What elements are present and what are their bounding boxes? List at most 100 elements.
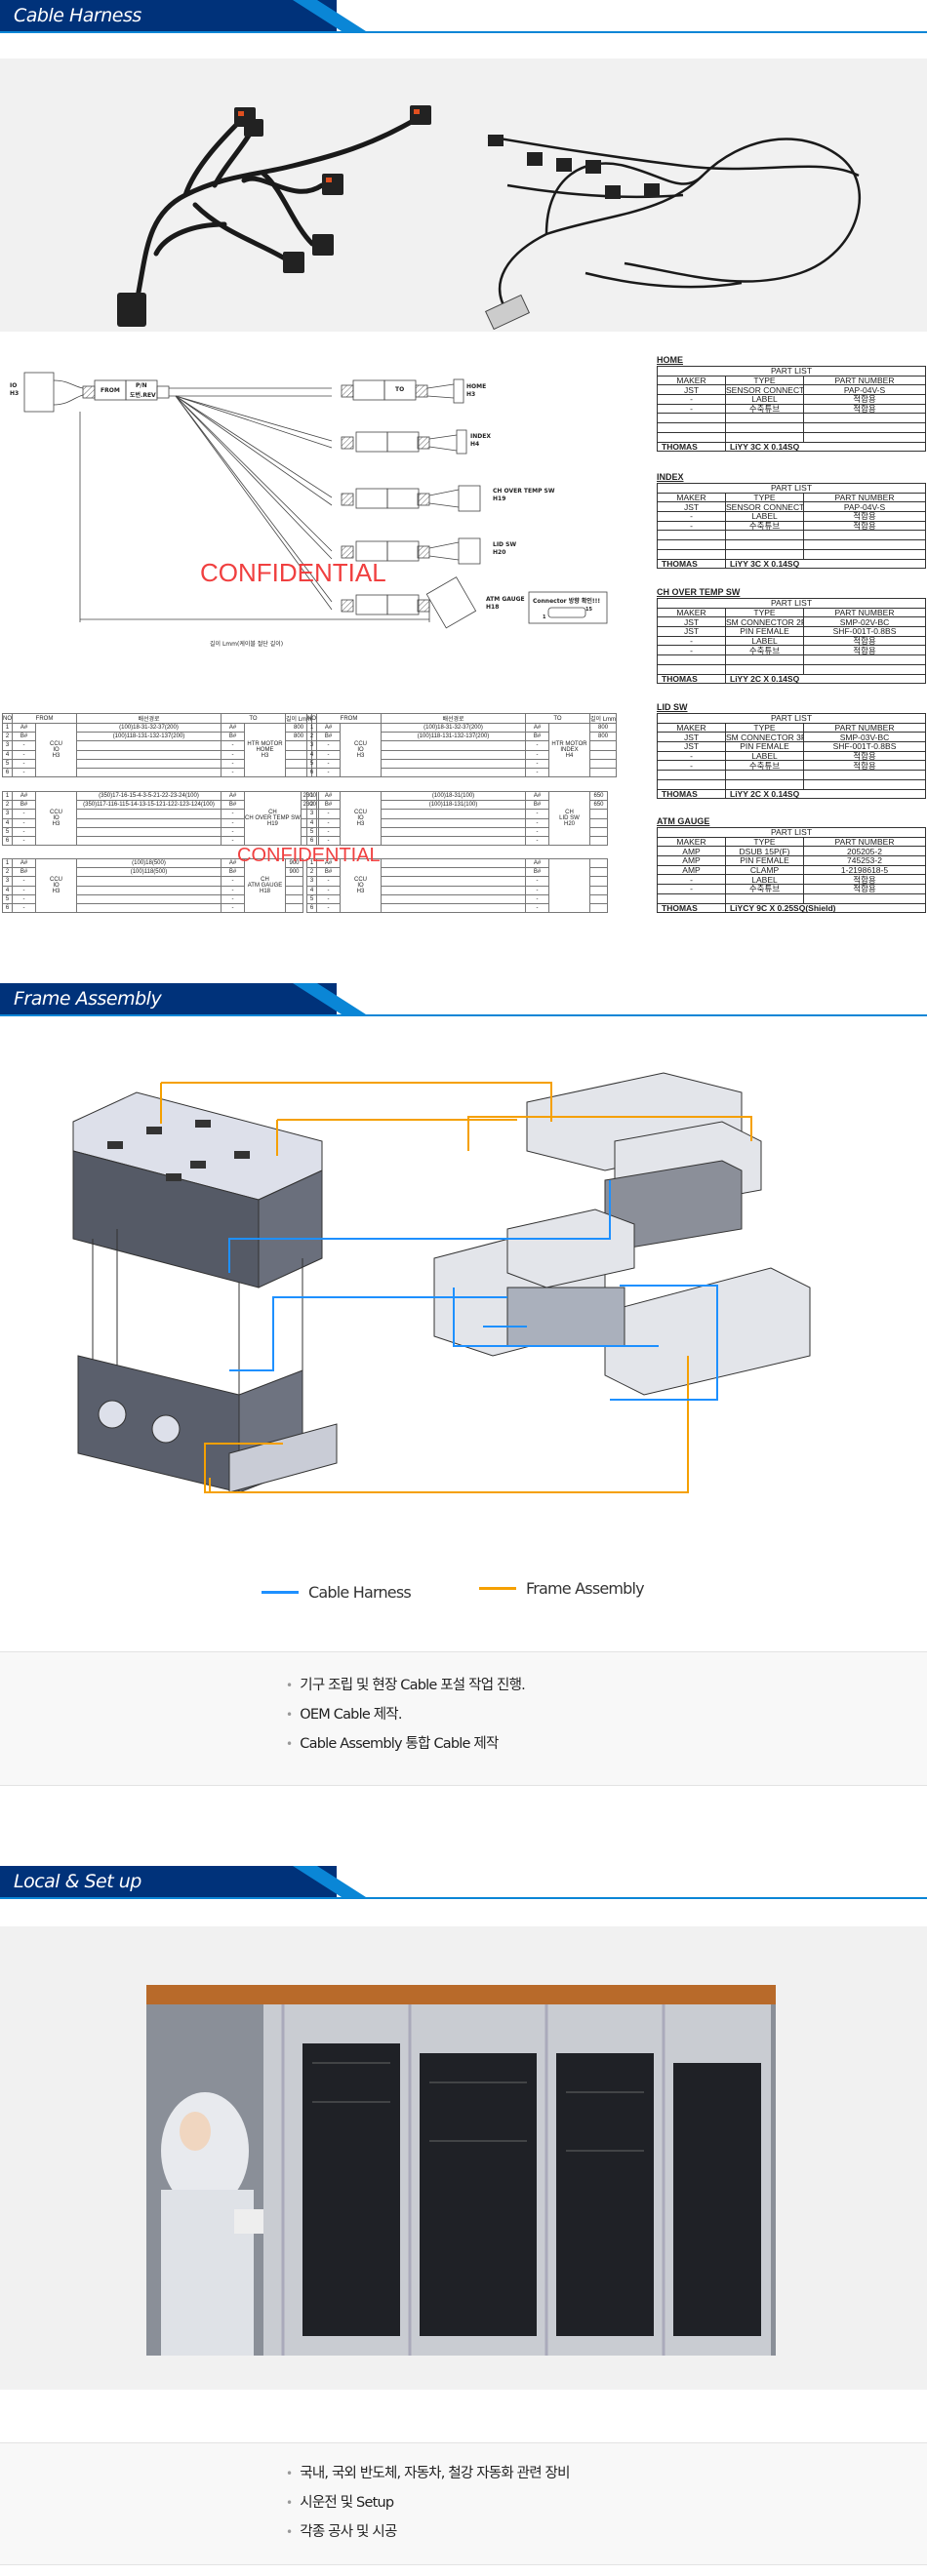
column-header: TO bbox=[221, 713, 286, 724]
wire-to-pin: - bbox=[525, 826, 549, 837]
column-header: NO bbox=[2, 713, 13, 724]
to-line: H18 bbox=[259, 889, 270, 895]
part-cell: PIN FEMALE bbox=[725, 855, 804, 866]
bullet-item: Cable Assembly 통합 Cable 제작 bbox=[286, 1729, 525, 1759]
wire-from-pin: A# bbox=[12, 722, 36, 733]
column-header: FROM bbox=[12, 713, 77, 724]
setup-bullet-box: 국내, 국외 반도체, 자동차, 철강 자동화 관련 장비 시운전 및 Setu… bbox=[0, 2442, 927, 2565]
wire-from-pin: - bbox=[12, 893, 36, 904]
part-cell: LABEL bbox=[725, 750, 804, 762]
wire-length bbox=[285, 885, 303, 895]
wire-from-pin: - bbox=[316, 885, 341, 895]
wire-no: 4 bbox=[306, 749, 317, 760]
source-connector-code: H3 bbox=[10, 390, 20, 397]
part-cell: 수축튜브 bbox=[725, 403, 804, 415]
part-cell: 수축튜브 bbox=[725, 884, 804, 894]
from-line: CCU bbox=[354, 741, 367, 748]
column-header: MAKER bbox=[657, 375, 726, 386]
part-cell: 적합용 bbox=[802, 750, 927, 762]
wire-route bbox=[76, 826, 222, 837]
wire-length bbox=[589, 809, 608, 819]
from-line: CCU bbox=[50, 877, 62, 884]
wire-to-pin: B# bbox=[221, 867, 245, 878]
part-cell: 적합용 bbox=[802, 403, 927, 415]
wire-from-pin: - bbox=[12, 876, 36, 887]
part-cell: JST bbox=[657, 384, 726, 396]
part-list-title: INDEX bbox=[657, 472, 684, 482]
wire-from-pin: A# bbox=[12, 857, 36, 869]
wire-route bbox=[76, 885, 222, 895]
part-cell bbox=[725, 431, 804, 443]
part-cell: - bbox=[657, 394, 726, 405]
legend-label: Frame Assembly bbox=[526, 1578, 645, 1598]
confidential-watermark-table: CONFIDENTIAL bbox=[237, 845, 381, 866]
bullet-item: 국내, 국외 반도체, 자동차, 철강 자동화 관련 장비 bbox=[286, 2459, 570, 2488]
wire-to-pin: - bbox=[525, 767, 549, 778]
wire-length bbox=[589, 826, 608, 837]
wire-from-pin: A# bbox=[316, 790, 341, 802]
connector-pin-last: 15 bbox=[585, 607, 592, 613]
from-line: CCU bbox=[50, 810, 62, 816]
wire-length bbox=[589, 885, 608, 895]
part-cell: LABEL bbox=[725, 394, 804, 405]
wire-route bbox=[76, 740, 222, 751]
wiring-row: 3-- bbox=[2, 876, 303, 887]
wire-route bbox=[381, 835, 526, 847]
part-cell bbox=[802, 422, 927, 433]
wire-to-pin: B# bbox=[525, 867, 549, 878]
wire-from-pin: - bbox=[12, 758, 36, 769]
part-cell: 적합용 bbox=[802, 520, 927, 532]
part-cell bbox=[725, 422, 804, 433]
part-cell: 적합용 bbox=[802, 511, 927, 522]
part-cell: SM CONNECTOR 2P(F) bbox=[725, 616, 804, 628]
wire-to-pin: - bbox=[221, 893, 245, 904]
wire-no: 3 bbox=[2, 740, 13, 751]
legend-cable-harness: Cable Harness bbox=[262, 1580, 412, 1604]
wire-from-pin: - bbox=[316, 809, 341, 819]
from-line: CCU bbox=[354, 810, 367, 816]
part-cell bbox=[657, 530, 726, 541]
from-line: IO bbox=[53, 747, 60, 754]
part-row bbox=[657, 431, 927, 443]
part-cell: 745253-2 bbox=[802, 855, 927, 866]
column-header: PART NUMBER bbox=[802, 836, 927, 848]
header-accent-stripe bbox=[293, 1866, 366, 1897]
wire-route: (100)118-131(100) bbox=[381, 800, 526, 811]
from-label: FROM bbox=[101, 387, 120, 394]
wire-no: 4 bbox=[2, 817, 13, 828]
wiring-row: 6-- bbox=[2, 902, 303, 914]
wire-no: 2 bbox=[306, 732, 317, 742]
part-list-title: ATM GAUGE bbox=[657, 816, 710, 826]
wire-from-pin: B# bbox=[316, 800, 341, 811]
wire-length bbox=[588, 749, 618, 760]
part-cell: JST bbox=[657, 732, 726, 743]
part-cell bbox=[725, 770, 804, 780]
wire-no: 4 bbox=[306, 817, 317, 828]
wire-no: 3 bbox=[2, 876, 13, 887]
wire-route: (100)18-31(100) bbox=[381, 790, 526, 802]
column-header: TYPE bbox=[725, 607, 804, 618]
part-cell bbox=[657, 770, 726, 780]
cable-maker: THOMAS bbox=[657, 788, 726, 800]
wire-to-pin: - bbox=[525, 876, 549, 887]
branch-name: ATM GAUGE bbox=[486, 596, 525, 603]
wire-route: (100)118(500) bbox=[76, 867, 222, 878]
from-line: CCU bbox=[50, 741, 62, 748]
to-line: H4 bbox=[565, 753, 574, 760]
wire-no: 5 bbox=[306, 893, 317, 904]
bullet-item: 각종 공사 및 시공 bbox=[286, 2517, 570, 2547]
part-cell: JST bbox=[657, 741, 726, 752]
